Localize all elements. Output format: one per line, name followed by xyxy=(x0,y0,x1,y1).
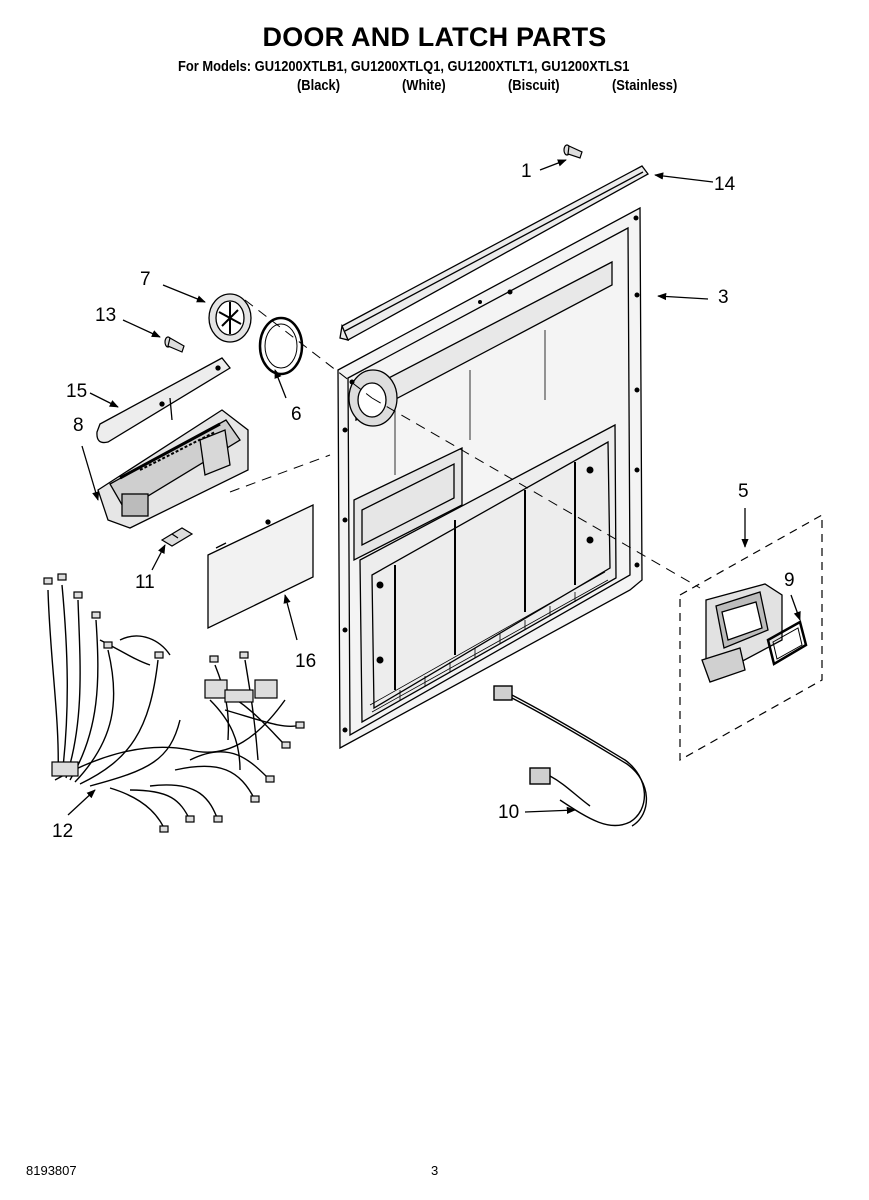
latch-clip xyxy=(160,527,194,547)
callout-14: 14 xyxy=(714,174,736,195)
latch-handle-bracket xyxy=(96,357,231,444)
callout-13: 13 xyxy=(95,305,117,326)
variant-white: (White) xyxy=(402,77,446,94)
callout-12: 12 xyxy=(52,821,74,842)
switch-gasket xyxy=(766,620,808,666)
screw-1 xyxy=(563,144,583,159)
callout-8: 8 xyxy=(73,415,84,436)
callout-6: 6 xyxy=(291,404,302,425)
document-number: 8193807 xyxy=(26,1163,77,1178)
switch-group-boundary xyxy=(679,513,823,762)
variant-black: (Black) xyxy=(297,77,341,94)
page-number: 3 xyxy=(431,1163,439,1178)
door-switch xyxy=(701,583,783,683)
switch-wire xyxy=(493,685,648,827)
leader-lines xyxy=(67,159,801,816)
page-title: DOOR AND LATCH PARTS xyxy=(262,22,607,52)
screw-13 xyxy=(164,336,185,353)
wire-harness xyxy=(43,573,305,833)
control-insulation-sheet xyxy=(207,503,314,630)
callout-3: 3 xyxy=(718,287,729,308)
callout-10: 10 xyxy=(498,802,520,823)
variant-biscuit: (Biscuit) xyxy=(508,77,560,94)
models-line: For Models: GU1200XTLB1, GU1200XTLQ1, GU… xyxy=(178,58,630,75)
dispenser-gasket xyxy=(258,316,304,376)
callout-11: 11 xyxy=(135,572,155,593)
callout-9: 9 xyxy=(784,570,795,591)
callout-7: 7 xyxy=(140,269,151,290)
variant-stainless: (Stainless) xyxy=(612,77,678,94)
alignment-lines xyxy=(229,299,701,589)
callout-5: 5 xyxy=(738,481,749,502)
door-vent-strip xyxy=(339,165,649,341)
inner-door-panel xyxy=(337,206,643,750)
latch-assembly xyxy=(97,409,249,529)
dispenser-cap xyxy=(208,293,252,343)
callout-1: 1 xyxy=(521,161,532,182)
callout-16: 16 xyxy=(295,651,317,672)
callout-15: 15 xyxy=(66,381,88,402)
